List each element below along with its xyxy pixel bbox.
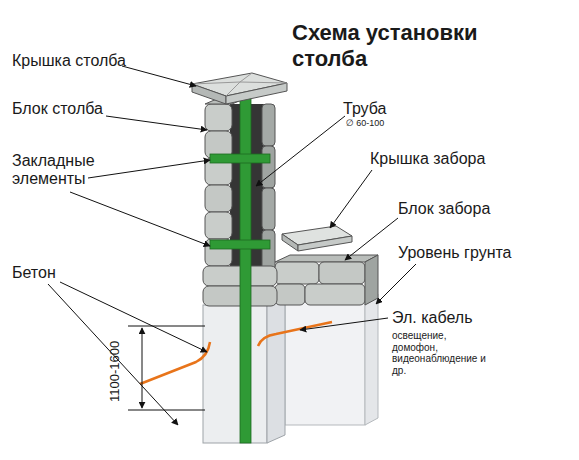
cable-note: освещение, домофон, видеонаблюдение и др…: [392, 330, 492, 376]
part-label: Уровень грунта: [398, 244, 568, 262]
fence-block: [275, 255, 378, 305]
size-note: ∅ 60-100: [346, 118, 436, 128]
part-label: Эл. кабель: [392, 309, 542, 327]
part-label: Крышка столба: [12, 52, 162, 70]
part-label: Труба: [343, 100, 443, 118]
part-label: Блок забора: [398, 200, 548, 218]
post-cap: [192, 73, 287, 104]
dimension-line: [128, 326, 205, 410]
dimension-value: 1100-1600: [108, 341, 123, 402]
fence-cap: [282, 226, 352, 251]
electric-cable: [140, 322, 332, 384]
part-label: Бетон: [12, 264, 112, 282]
part-label: Крышка забора: [370, 150, 520, 168]
part-label: Блок столба: [12, 100, 162, 118]
diagram-title: Схема установки столба: [292, 20, 492, 73]
concrete-foundation: [203, 294, 378, 443]
part-label: Закладные элементы: [12, 152, 122, 189]
steel-pipe: [210, 98, 270, 443]
